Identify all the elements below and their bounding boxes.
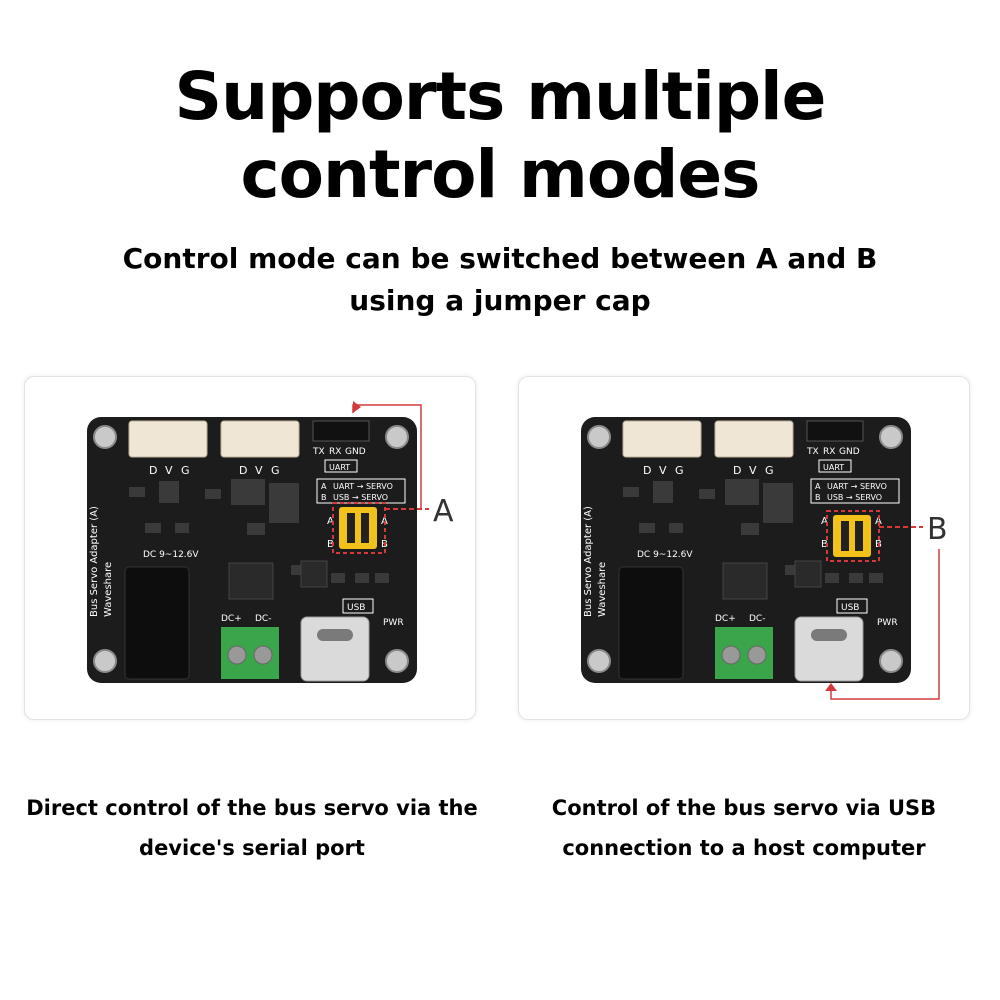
ic-chip (722, 562, 768, 600)
usb-c-port (794, 616, 864, 682)
jumper-highlight (332, 502, 386, 554)
mode-b-legend-text: USB → SERVO (333, 493, 388, 502)
brand-name: Waveshare (103, 562, 114, 617)
pin-label: G (271, 464, 280, 477)
uart-header (806, 420, 864, 442)
brand-name: Waveshare (597, 562, 608, 617)
mode-b-caption: Control of the bus servo via USB connect… (504, 788, 984, 868)
header-label: TX (806, 447, 819, 457)
pin-label: G (181, 464, 190, 477)
ic-chip (228, 562, 274, 600)
jumper-a-label: A (821, 516, 828, 527)
usb-c-port (300, 616, 370, 682)
uart-label: UART (329, 463, 350, 472)
pwr-label: PWR (383, 618, 404, 628)
mode-b-legend-text: USB → SERVO (827, 493, 882, 502)
mode-b-legend-key: B (321, 493, 327, 502)
pin-label: V (659, 464, 667, 477)
mode-a-legend-key: A (815, 482, 821, 491)
dc-barrel-jack (124, 566, 190, 680)
dc-voltage-label: DC 9~12.6V (143, 550, 199, 560)
header-label: TX (312, 447, 325, 457)
dc-minus-label: DC- (749, 614, 765, 624)
usb-label: USB (841, 603, 859, 613)
smd-components (129, 479, 389, 583)
jumper-highlight (826, 510, 880, 562)
mode-a-legend-text: UART → SERVO (333, 482, 393, 491)
smd-components (623, 479, 883, 583)
header-label: RX (823, 447, 835, 457)
subheadline-line-2: using a jumper cap (349, 284, 651, 317)
mode-b-panel: D V G D V G TX RX GND UART A UART → SERV… (518, 376, 970, 720)
pin-label: D (149, 464, 157, 477)
header-label: RX (329, 447, 341, 457)
header-label: GND (839, 447, 860, 457)
mode-a-caption-line-1: Direct control of the bus servo via the (26, 796, 478, 820)
uart-label: UART (823, 463, 844, 472)
ic-chip (794, 560, 822, 588)
dc-plus-label: DC+ (715, 614, 736, 624)
dc-voltage-label: DC 9~12.6V (637, 550, 693, 560)
subheadline-line-1: Control mode can be switched between A a… (122, 242, 878, 275)
jumper-a-label: A (875, 516, 882, 527)
callout-label: A (433, 494, 454, 529)
mode-b-caption-line-2: connection to a host computer (562, 836, 926, 860)
jumper-b-label: B (821, 539, 828, 550)
dc-plus-label: DC+ (221, 614, 242, 624)
pin-label: G (675, 464, 684, 477)
subheadline: Control mode can be switched between A a… (0, 238, 1000, 322)
headline-line-1: Supports multiple (174, 58, 827, 135)
pin-label: V (749, 464, 757, 477)
jumper-b-label: B (327, 539, 334, 550)
pin-label: D (239, 464, 247, 477)
pin-label: G (765, 464, 774, 477)
pwr-label: PWR (877, 618, 898, 628)
mode-a-board-illustration: D V G D V G TX RX GND UART A UART → SERV… (87, 401, 454, 683)
ic-chip (300, 560, 328, 588)
mode-b-legend-key: B (815, 493, 821, 502)
mounting-holes (587, 425, 903, 673)
dc-minus-label: DC- (255, 614, 271, 624)
mode-a-caption-line-2: device's serial port (139, 836, 365, 860)
pin-label: D (643, 464, 651, 477)
pin-label: D (733, 464, 741, 477)
headline: Supports multiple control modes (0, 58, 1000, 214)
header-label: GND (345, 447, 366, 457)
headline-line-2: control modes (240, 136, 761, 213)
servo-connector-1 (128, 420, 208, 458)
product-name: Bus Servo Adapter (A) (89, 506, 100, 617)
jumper-cap (339, 507, 377, 549)
dc-barrel-jack (618, 566, 684, 680)
mode-b-caption-line-1: Control of the bus servo via USB (551, 796, 937, 820)
uart-header (312, 420, 370, 442)
pin-label: V (255, 464, 263, 477)
pin-label: V (165, 464, 173, 477)
servo-connector-2 (714, 420, 794, 458)
product-name: Bus Servo Adapter (A) (583, 506, 594, 617)
mode-b-board-illustration: D V G D V G TX RX GND UART A UART → SERV… (581, 417, 948, 700)
mode-a-panel: D V G D V G TX RX GND UART A UART → SERV… (24, 376, 476, 720)
jumper-cap (833, 515, 871, 557)
usb-label: USB (347, 603, 365, 613)
mode-a-legend-key: A (321, 482, 327, 491)
jumper-a-label: A (327, 516, 334, 527)
callout-label: B (927, 512, 948, 547)
mode-a-legend-text: UART → SERVO (827, 482, 887, 491)
mode-a-caption: Direct control of the bus servo via the … (12, 788, 492, 868)
servo-connector-2 (220, 420, 300, 458)
mounting-holes (93, 425, 409, 673)
servo-connector-1 (622, 420, 702, 458)
